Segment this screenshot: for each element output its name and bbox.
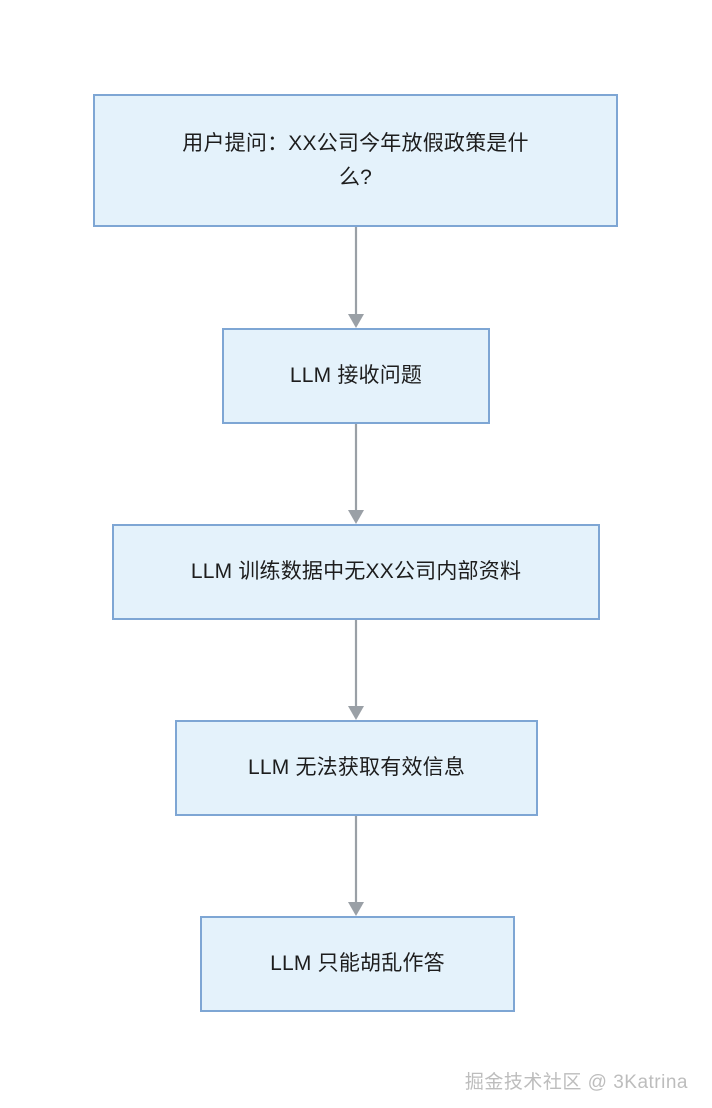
- flowchart-node-no-internal-data[interactable]: LLM 训练数据中无XX公司内部资料: [112, 524, 600, 620]
- node-label: 用户提问：XX公司今年放假政策是什 么?: [182, 131, 529, 189]
- node-label: LLM 接收问题: [289, 364, 423, 387]
- edge-n2-n3: [348, 424, 364, 524]
- edge-n1-n2: [348, 227, 364, 328]
- flowchart-node-user-question[interactable]: 用户提问：XX公司今年放假政策是什 么?: [93, 94, 618, 227]
- arrowhead-icon: [348, 314, 364, 328]
- arrowhead-icon: [348, 706, 364, 720]
- arrowhead-icon: [348, 510, 364, 524]
- edge-n4-n5: [348, 816, 364, 916]
- node-label: LLM 无法获取有效信息: [247, 756, 466, 779]
- edge-n3-n4: [348, 620, 364, 720]
- watermark: 掘金技术社区 @ 3Katrina: [464, 1072, 688, 1093]
- flowchart-node-llm-receives-question[interactable]: LLM 接收问题: [222, 328, 490, 424]
- arrowhead-icon: [348, 902, 364, 916]
- flowchart-node-random-answer[interactable]: LLM 只能胡乱作答: [200, 916, 515, 1012]
- node-label: LLM 只能胡乱作答: [270, 952, 445, 975]
- flowchart-node-cannot-get-info[interactable]: LLM 无法获取有效信息: [175, 720, 538, 816]
- node-label: LLM 训练数据中无XX公司内部资料: [190, 560, 522, 583]
